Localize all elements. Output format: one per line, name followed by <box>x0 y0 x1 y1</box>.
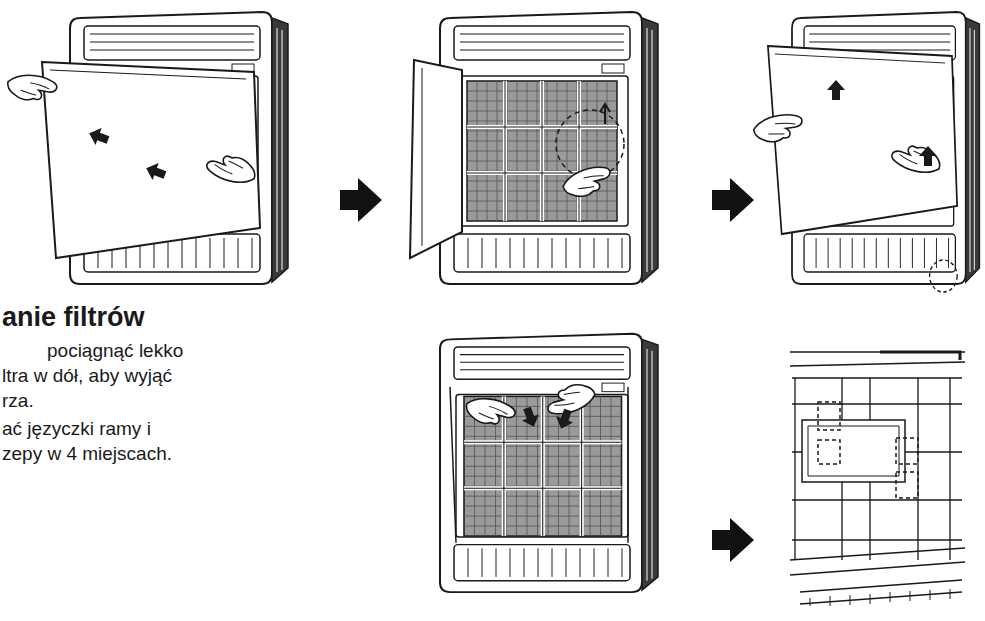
hand <box>560 163 614 200</box>
section-heading: anie filtrów <box>2 302 145 333</box>
hand <box>463 393 517 430</box>
hand <box>5 71 58 105</box>
filter-frame-detail <box>790 352 965 606</box>
pull-arrow <box>553 407 577 432</box>
step-arrow <box>712 518 754 562</box>
hand <box>889 138 944 179</box>
step-4-unit <box>440 334 658 592</box>
instruction-line: ltra w dół, aby wyjąć <box>2 365 172 387</box>
push-arrow <box>143 160 168 184</box>
lift-arrow <box>919 146 937 166</box>
instruction-line: rza. <box>2 390 34 412</box>
step-arrow <box>712 178 754 222</box>
hand <box>752 112 804 144</box>
step-1-unit <box>42 12 288 284</box>
step-3-unit <box>768 12 980 292</box>
lift-arrow <box>827 80 845 100</box>
instruction-line: ać języczki ramy i <box>2 418 151 440</box>
push-arrow <box>86 125 111 149</box>
step-2-unit <box>410 12 658 284</box>
step-arrow <box>340 178 382 222</box>
pull-arrow <box>519 405 543 430</box>
hand <box>204 148 259 189</box>
instruction-line: pociągnąć lekko <box>47 340 183 362</box>
instruction-line: zepy w 4 miejscach. <box>2 443 172 465</box>
